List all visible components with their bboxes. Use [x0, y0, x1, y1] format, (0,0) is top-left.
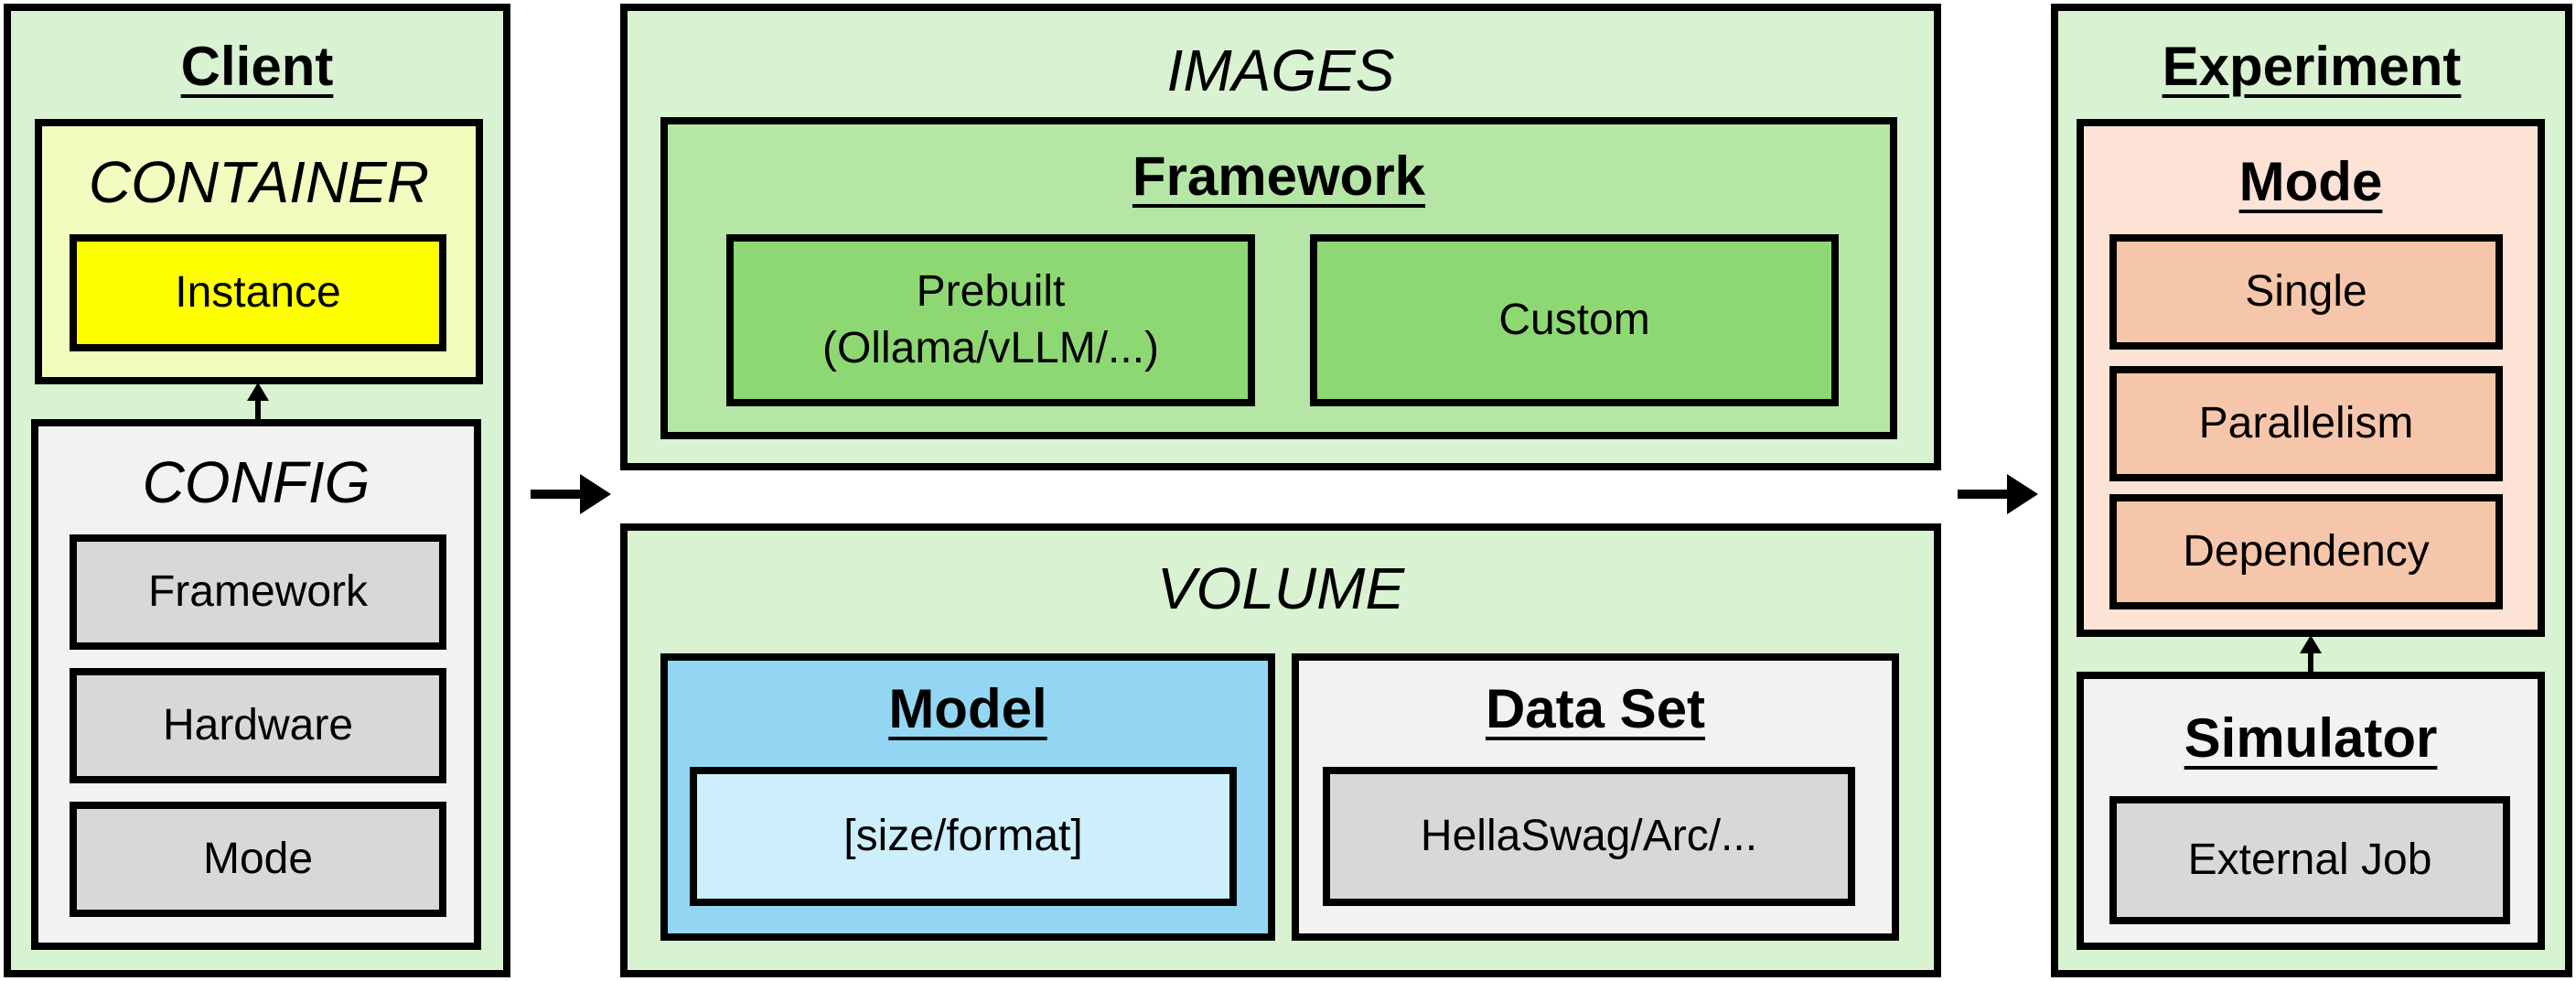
simulator-item-label: External Job [2187, 835, 2432, 884]
arrow-right-icon [531, 474, 611, 514]
mode-item-label: Single [2245, 266, 2367, 316]
mode-item-parallelism: Parallelism [2109, 366, 2503, 481]
prebuilt-box: Prebuilt (Ollama/vLLM/...) [726, 234, 1255, 406]
simulator-item-box: External Job [2109, 796, 2510, 924]
config-item-label: Framework [147, 566, 369, 616]
custom-label: Custom [1498, 295, 1650, 344]
model-title: Model [888, 678, 1047, 739]
dataset-item-box: HellaSwag/Arc/... [1323, 767, 1855, 906]
arrow-up-icon [2300, 635, 2322, 672]
container-title: CONTAINER [88, 149, 430, 215]
mode-item-label: Parallelism [2198, 398, 2414, 447]
dataset-item-label: HellaSwag/Arc/... [1420, 811, 1758, 860]
mode-item-single: Single [2109, 234, 2503, 350]
config-item-mode: Mode [70, 802, 446, 917]
volume-title: VOLUME [1156, 555, 1405, 621]
prebuilt-examples-label: (Ollama/vLLM/...) [821, 324, 1160, 372]
mode-item-dependency: Dependency [2109, 494, 2503, 609]
model-item-label: [size/format] [843, 811, 1083, 860]
arrow-right-icon [1958, 474, 2038, 514]
prebuilt-label: Prebuilt [916, 266, 1066, 316]
arrow-up-icon [247, 383, 269, 419]
config-item-label: Mode [202, 834, 314, 883]
mode-title: Mode [2238, 151, 2383, 212]
config-item-label: Hardware [162, 700, 354, 749]
instance-box: Instance [70, 234, 446, 351]
dataset-title: Data Set [1485, 678, 1706, 739]
framework-title: Framework [1132, 146, 1426, 207]
config-title: CONFIG [142, 449, 370, 515]
model-item-box: [size/format] [690, 767, 1237, 906]
client-title: Client [180, 36, 334, 97]
custom-box: Custom [1310, 234, 1839, 406]
config-item-framework: Framework [70, 534, 446, 650]
config-item-hardware: Hardware [70, 668, 446, 783]
experiment-title: Experiment [2162, 36, 2462, 97]
mode-item-label: Dependency [2183, 526, 2430, 576]
instance-label: Instance [175, 267, 341, 317]
images-title: IMAGES [1166, 38, 1395, 103]
simulator-title: Simulator [2184, 707, 2438, 769]
